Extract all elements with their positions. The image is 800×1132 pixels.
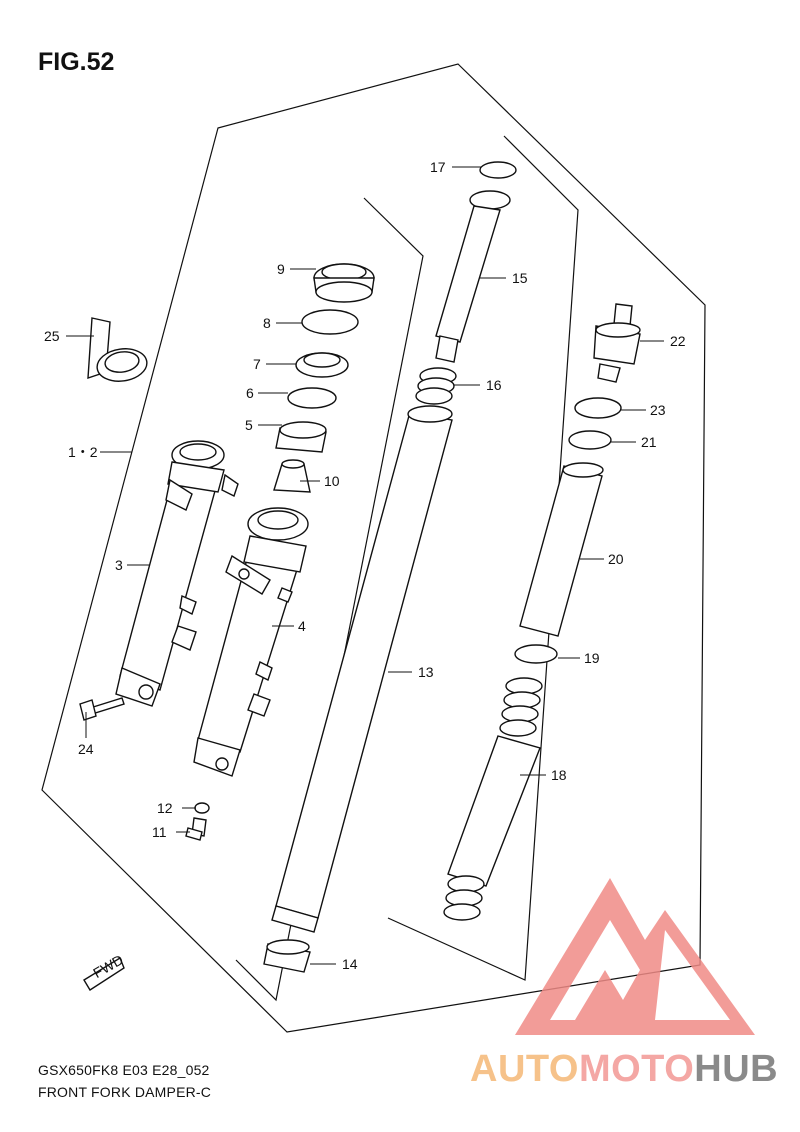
callout-6: 6 xyxy=(246,385,254,401)
callout-7: 7 xyxy=(253,356,261,372)
fwd-arrow-icon: FWD xyxy=(83,951,126,991)
part-20-spacer-tube xyxy=(519,462,604,637)
part-13-damper-tube xyxy=(271,405,453,933)
callout-25: 25 xyxy=(44,328,60,344)
callout-16: 16 xyxy=(486,377,502,393)
part-7-oil-seal xyxy=(295,352,349,378)
part-15-damper-rod xyxy=(435,190,511,363)
callout-14: 14 xyxy=(342,956,358,972)
part-22-damper-adjuster xyxy=(593,303,641,383)
figure-title: FIG.52 xyxy=(38,48,115,76)
part-25-fork-cover xyxy=(87,317,148,382)
callout-19: 19 xyxy=(584,650,600,666)
watermark-text: AUTOMOTOHUB xyxy=(470,1048,778,1091)
figure-caption: FRONT FORK DAMPER-C xyxy=(38,1084,212,1100)
callout-15: 15 xyxy=(512,270,528,286)
model-code: GSX650FK8 E03 E28_052 xyxy=(38,1062,210,1078)
callout-3: 3 xyxy=(115,557,123,573)
part-3-outer-tube xyxy=(115,440,239,707)
part-23-o-ring xyxy=(574,397,622,419)
part-5-slide-bushing xyxy=(275,421,327,453)
part-21-spacer xyxy=(568,430,612,450)
callout-22: 22 xyxy=(670,333,686,349)
part-14-piston-ring xyxy=(263,939,311,973)
callout-1-2: 1・2 xyxy=(68,444,98,460)
part-17-circlip xyxy=(479,161,517,179)
watermark-part-auto: AUTO xyxy=(470,1048,579,1090)
callout-17: 17 xyxy=(430,159,446,175)
callout-5: 5 xyxy=(245,417,253,433)
callout-20: 20 xyxy=(608,551,624,567)
callout-11: 11 xyxy=(152,824,167,840)
watermark-part-hub: HUB xyxy=(694,1048,779,1090)
part-19-washer xyxy=(514,644,558,664)
callout-18: 18 xyxy=(551,767,567,783)
callout-8: 8 xyxy=(263,315,271,331)
part-10-oil-lock-piece xyxy=(273,459,311,493)
watermark-part-moto: MOTO xyxy=(578,1048,695,1090)
part-16-rebound-spring xyxy=(415,367,457,405)
part-11-drain-bolt xyxy=(185,817,207,841)
callout-10: 10 xyxy=(324,473,340,489)
callout-12: 12 xyxy=(157,800,173,816)
callout-4: 4 xyxy=(298,618,306,634)
leader-lines xyxy=(66,166,664,965)
callout-23: 23 xyxy=(650,402,666,418)
callout-21: 21 xyxy=(641,434,657,450)
part-8-stopper-ring xyxy=(301,309,359,335)
part-6-oil-seal-retainer xyxy=(287,387,337,409)
inner-frame-left xyxy=(235,197,424,1002)
part-4-fork-tube xyxy=(193,507,309,777)
part-24-bolt xyxy=(79,697,125,721)
part-18-fork-spring xyxy=(443,677,543,921)
watermark-logo-icon xyxy=(515,878,755,1035)
callout-24: 24 xyxy=(78,741,94,757)
callout-13: 13 xyxy=(418,664,434,680)
callout-9: 9 xyxy=(277,261,285,277)
part-9-dust-seal xyxy=(313,263,375,303)
part-12-gasket xyxy=(194,802,210,814)
